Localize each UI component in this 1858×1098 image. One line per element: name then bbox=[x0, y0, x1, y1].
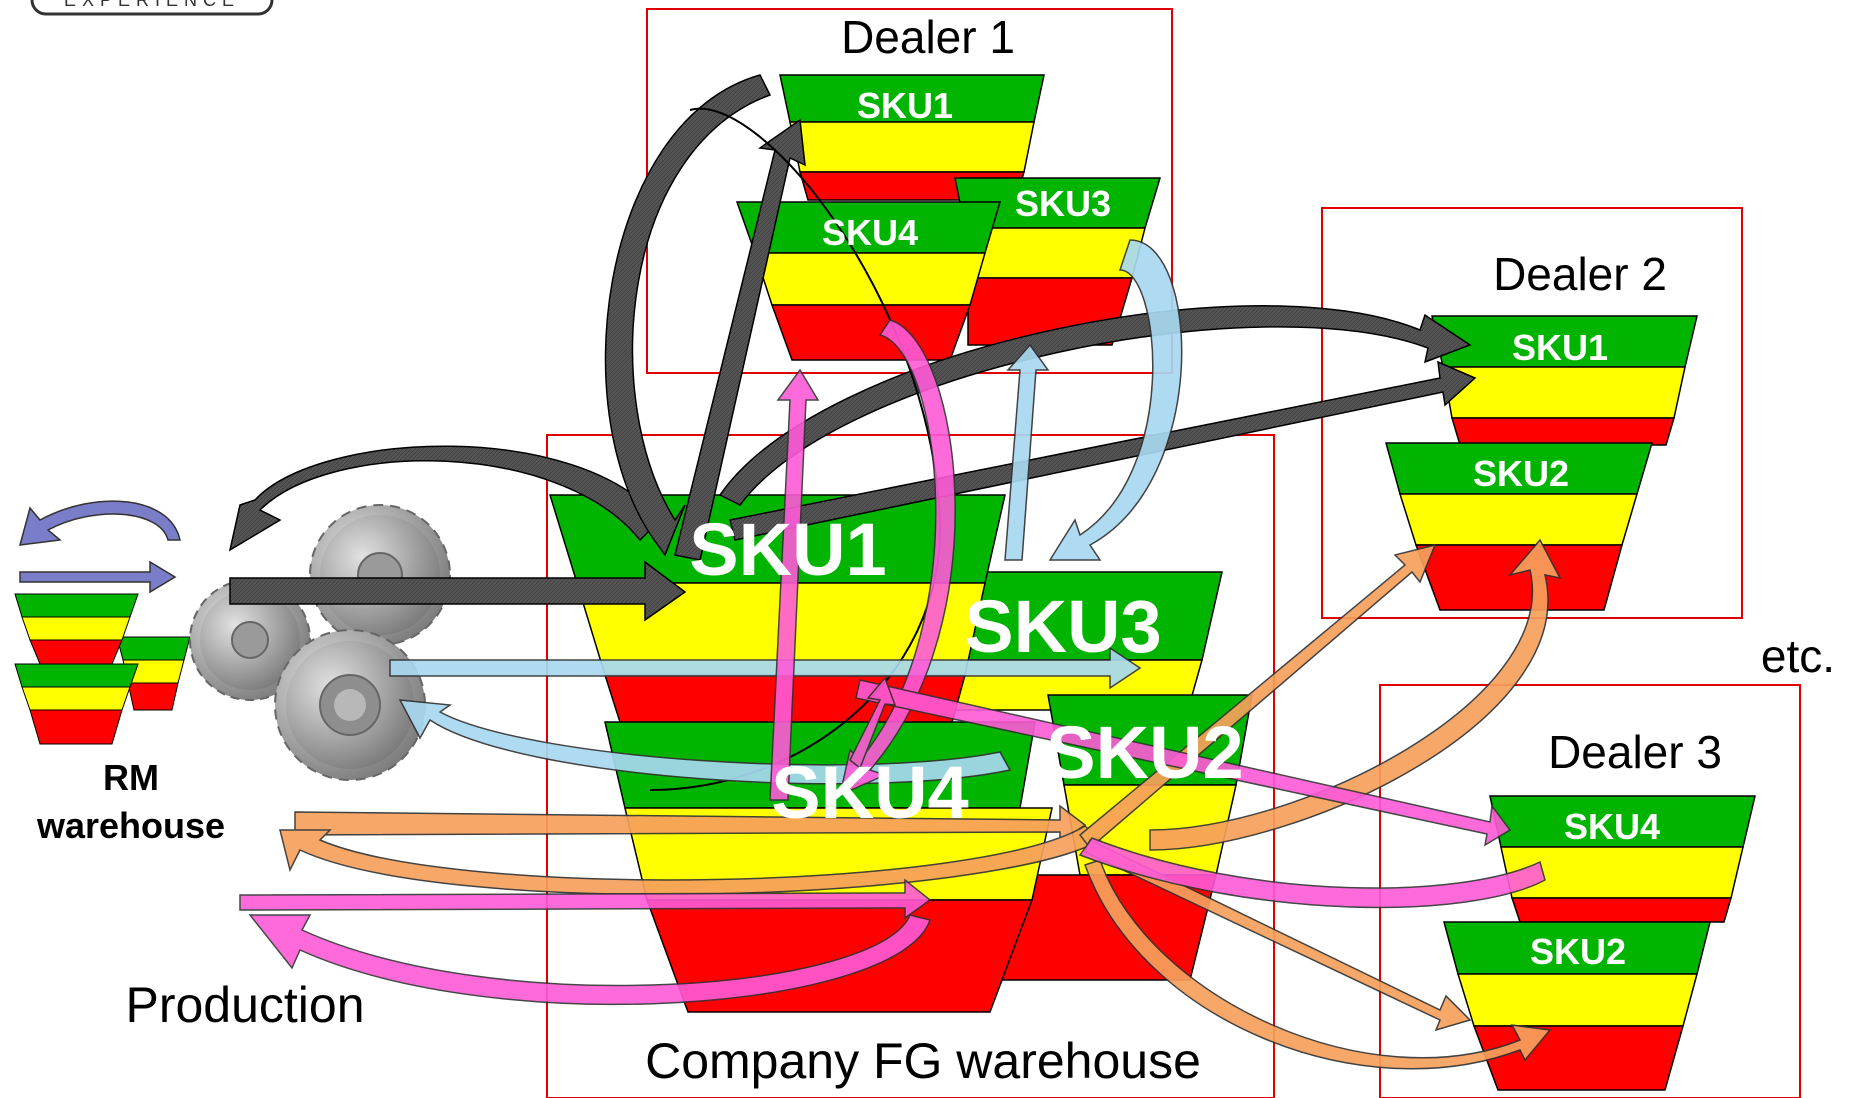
production-gears-icon bbox=[190, 505, 450, 780]
dealer2-sku1-label: SKU1 bbox=[1512, 327, 1608, 368]
dealer1-sku4-label: SKU4 bbox=[822, 212, 918, 253]
dealer2-title: Dealer 2 bbox=[1493, 248, 1667, 300]
dealer3-sku4-label: SKU4 bbox=[1564, 806, 1660, 847]
company-warehouse-label: Company FG warehouse bbox=[645, 1033, 1201, 1089]
dealer3-title: Dealer 3 bbox=[1548, 726, 1722, 778]
company-sku3-label: SKU3 bbox=[964, 585, 1161, 668]
dealer3-sku2-label: SKU2 bbox=[1530, 931, 1626, 972]
company-sku4-label: SKU4 bbox=[771, 751, 968, 834]
logo-text: EXPERIENCE bbox=[64, 0, 240, 10]
logo: EXPERIENCE bbox=[32, 0, 272, 14]
company-sku1-label: SKU1 bbox=[689, 508, 886, 591]
sku1-to-dealer1-arrows bbox=[605, 75, 805, 560]
rm-label-line2: warehouse bbox=[36, 805, 225, 846]
dealer1-sku3-label: SKU3 bbox=[1015, 183, 1111, 224]
dealer1-title: Dealer 1 bbox=[841, 11, 1015, 63]
etc-label: etc. bbox=[1761, 630, 1835, 682]
dealer2-sku2-label: SKU2 bbox=[1473, 453, 1569, 494]
rm-label-line1: RM bbox=[103, 757, 159, 798]
rm-navy-arrows bbox=[20, 501, 180, 592]
production-label: Production bbox=[125, 977, 364, 1033]
company-sku2-label: SKU2 bbox=[1046, 711, 1243, 794]
rm-warehouse-funnels bbox=[15, 594, 190, 744]
dealer1-sku1-label: SKU1 bbox=[857, 85, 953, 126]
